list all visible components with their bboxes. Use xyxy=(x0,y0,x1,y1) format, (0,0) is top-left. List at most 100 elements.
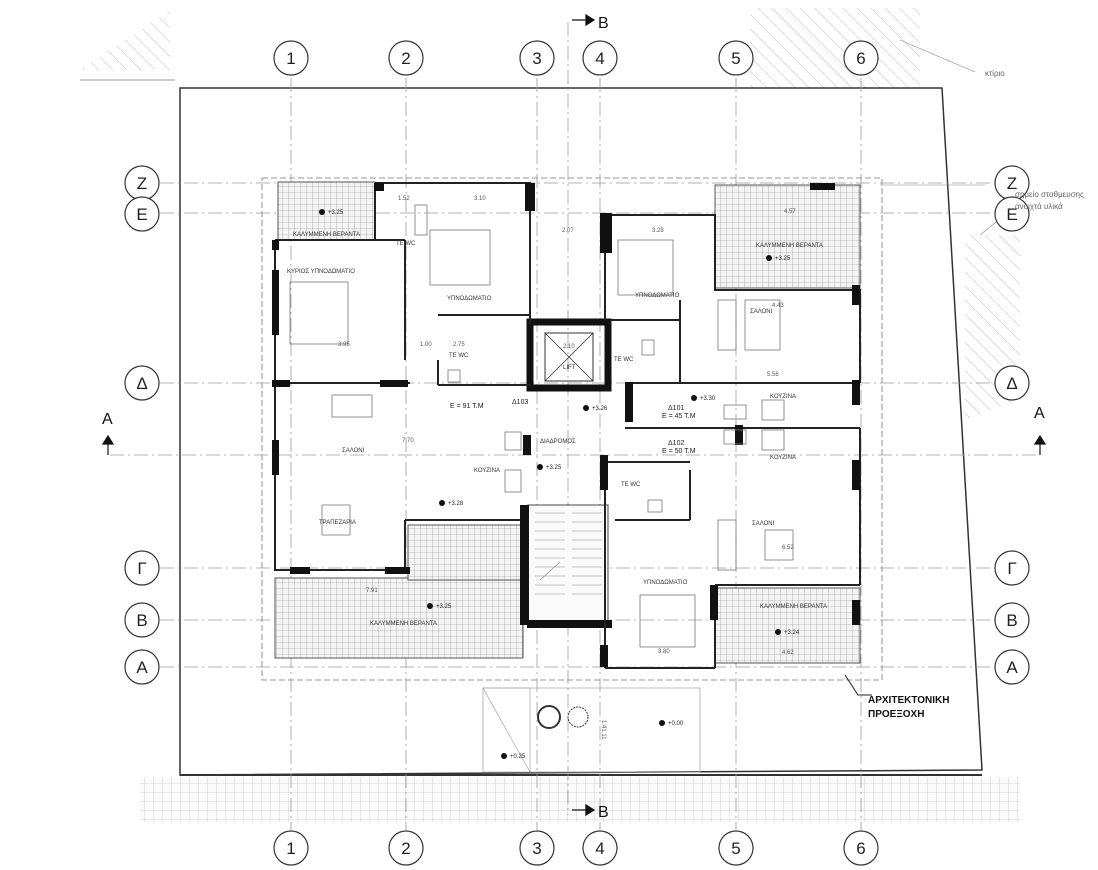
structural-columns xyxy=(272,183,860,667)
dimension-value: 7.91 xyxy=(366,588,378,594)
grid-bubble xyxy=(718,830,754,866)
street-paving xyxy=(140,777,1020,822)
room-label-master-bedroom: ΚΥΡΙΟΣ ΥΠΝΟΔΩΜΑΤΙΟ xyxy=(287,269,355,275)
dimension-value: 6.52 xyxy=(782,545,794,551)
dimension-value: 4.62 xyxy=(782,650,794,656)
dimension-value: 2.10 xyxy=(563,344,575,350)
section-arrow-icon xyxy=(572,803,596,817)
grid-label: Β xyxy=(136,611,147,630)
grid-label: 2 xyxy=(401,49,410,68)
level-marker-icon xyxy=(319,209,325,215)
room-label-salon: ΣΑΛΟΝΙ xyxy=(750,309,773,315)
grid-label: 3 xyxy=(532,49,541,68)
grid-bubbles-top: 1 2 3 4 5 6 xyxy=(273,40,879,76)
staircase xyxy=(520,504,612,628)
level-value: +3.28 xyxy=(448,501,464,507)
station-note-line2: ανοιχτά υλικά xyxy=(1015,202,1063,211)
room-label-bedroom: ΥΠΝΟΔΩΜΑΤΙΟ xyxy=(447,296,492,302)
level-value: +0.00 xyxy=(668,721,684,727)
grid-bubble xyxy=(273,830,309,866)
dimension-value: 2.75 xyxy=(453,342,465,348)
section-arrow-icon xyxy=(1033,434,1047,455)
plot-boundary xyxy=(179,87,983,776)
grid-label: Δ xyxy=(1006,374,1017,393)
lift-core xyxy=(526,318,612,392)
dimension-value: 3.10 xyxy=(474,196,486,202)
dimension-value: 4.57 xyxy=(784,209,796,215)
room-label-covered-veranda: ΚΑΛΥΜΜΕΝΗ ΒΕΡΑΝΤΑ xyxy=(756,243,823,249)
dimension-value: 2.07 xyxy=(562,228,574,234)
grid-label: Ε xyxy=(136,205,147,224)
room-label-salon: ΣΑΛΟΝΙ xyxy=(752,521,775,527)
apartment-tags: Δ103 E = 91 T.M Δ101 E = 45 T.M Δ102 E =… xyxy=(450,399,696,455)
apartment-code: Δ102 xyxy=(668,440,684,447)
room-label-wc: ΤΕ WC xyxy=(449,353,469,359)
grid-label: Α xyxy=(136,658,148,677)
grid-bubble xyxy=(124,365,160,401)
room-label-corridor: ΔΙΑΔΡΟΜΟΣ xyxy=(540,439,576,445)
grid-label: Γ xyxy=(137,559,146,578)
architectural-projection-outline xyxy=(261,177,883,681)
apartment-code: Δ103 xyxy=(512,399,528,406)
apartment-area: E = 45 T.M xyxy=(662,413,696,420)
room-label-kitchen: ΚΟΥΖΙΝΑ xyxy=(770,394,796,400)
grid-label: 2 xyxy=(401,839,410,858)
room-labels: ΚΑΛΥΜΜΕΝΗ ΒΕΡΑΝΤΑ ΚΑΛΥΜΜΕΝΗ ΒΕΡΑΝΤΑ ΚΑΛΥ… xyxy=(287,232,827,627)
room-label-lift: LIFT xyxy=(563,365,576,371)
section-arrow-icon xyxy=(572,13,596,27)
dimension-value: 7.70 xyxy=(402,438,414,444)
walls xyxy=(274,182,861,669)
level-marker-icon xyxy=(766,255,772,261)
level-value: +3.25 xyxy=(546,465,562,471)
grid-label: Ε xyxy=(1006,205,1017,224)
room-label-bedroom: ΥΠΝΟΔΩΜΑΤΙΟ xyxy=(635,293,680,299)
grid-bubble xyxy=(582,830,618,866)
grid-bubble xyxy=(124,602,160,638)
level-marker-icon xyxy=(775,629,781,635)
room-label-covered-veranda: ΚΑΛΥΜΜΕΝΗ ΒΕΡΑΝΤΑ xyxy=(293,232,360,238)
grid-bubble xyxy=(994,602,1030,638)
dimension-value: 3.80 xyxy=(658,649,670,655)
grid-bubble xyxy=(124,550,160,586)
grid-label: 4 xyxy=(595,839,604,858)
level-value: +3.26 xyxy=(592,406,608,412)
grid-bubble xyxy=(843,40,879,76)
apartment-area: E = 50 T.M xyxy=(662,448,696,455)
room-label-kitchen: ΚΟΥΖΙΝΑ xyxy=(474,468,500,474)
grid-label: 1 xyxy=(286,49,295,68)
grid-label: Ζ xyxy=(137,174,147,193)
terraces xyxy=(274,181,861,664)
grid-bubble xyxy=(124,649,160,685)
grid-bubbles-bottom: 1 2 3 4 5 6 xyxy=(273,830,879,866)
section-markers: B B A A xyxy=(101,13,1047,821)
dimension-value: 3.28 xyxy=(652,228,664,234)
dimension-value: 1.52 xyxy=(398,196,410,202)
grid-bubbles-right: Ζ Ε Δ Γ Β Α xyxy=(994,165,1030,685)
level-marker-icon xyxy=(659,720,665,726)
dimension-value: 1.00 xyxy=(420,342,432,348)
ramp-slope-label: 1:41.11 xyxy=(600,720,606,740)
grid-bubble xyxy=(388,40,424,76)
level-marker-icon xyxy=(439,500,445,506)
grid-bubble xyxy=(273,40,309,76)
room-label-kitchen: ΚΟΥΖΙΝΑ xyxy=(770,455,796,461)
grid-label: Β xyxy=(1006,611,1017,630)
grid-label: 6 xyxy=(856,49,865,68)
room-label-bedroom: ΥΠΝΟΔΩΜΑΤΙΟ xyxy=(643,580,688,586)
room-label-wc: ΤΕ WC xyxy=(614,357,634,363)
station-note-line1: σημείο σταθμευσης xyxy=(1015,190,1084,199)
grid-label: 1 xyxy=(286,839,295,858)
room-label-covered-veranda: ΚΑΛΥΜΜΕΝΗ ΒΕΡΑΝΤΑ xyxy=(370,621,437,627)
grid-bubble xyxy=(994,365,1030,401)
grid-label: Γ xyxy=(1007,559,1016,578)
level-marker-icon xyxy=(691,395,697,401)
grid-bubble xyxy=(843,830,879,866)
level-value: +3.25 xyxy=(328,210,344,216)
room-label-salon: ΣΑΛΟΝΙ xyxy=(342,448,365,454)
level-markers: +3.25 +3.28 +3.30 +3.26 +3.25 +3.25 +3.2… xyxy=(319,209,800,760)
grid-bubble xyxy=(994,550,1030,586)
room-label-dining: ΤΡΑΠΕΖΑΡΙΑ xyxy=(319,520,356,526)
grid-label: Α xyxy=(1006,658,1018,677)
projection-label-line1: ΑΡΧΙΤΕΚΤΟΝΙΚΗ xyxy=(868,695,950,706)
level-value: +3.24 xyxy=(784,630,800,636)
